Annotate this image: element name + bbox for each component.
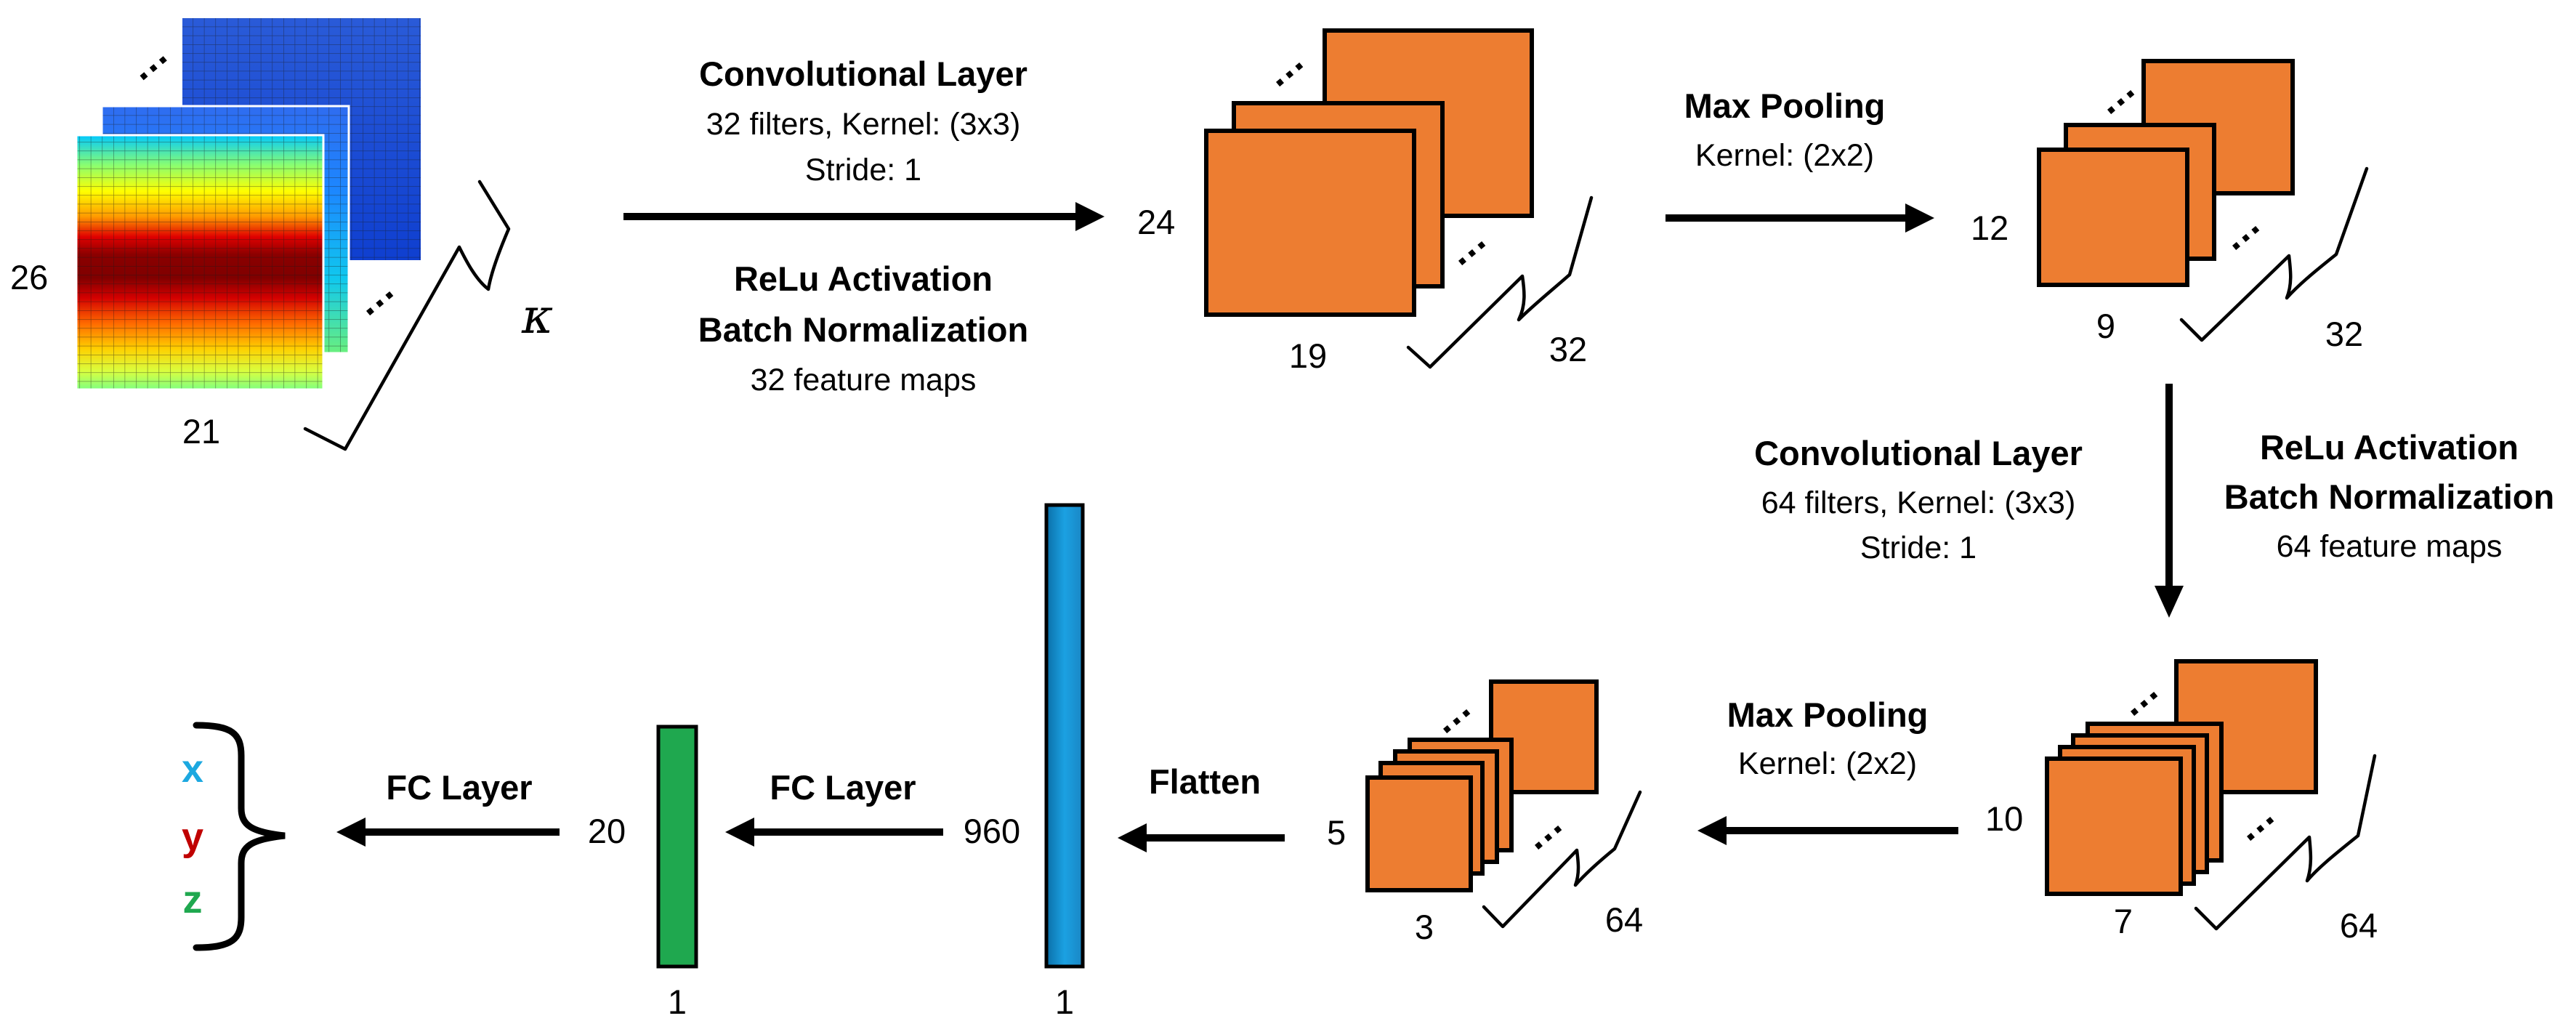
fc2-label: FC Layer	[386, 768, 532, 807]
fm3-width-label: 7	[2114, 902, 2133, 940]
output-block: x y z	[182, 722, 286, 951]
conv1-filters: 32 filters, Kernel: (3x3)	[706, 107, 1021, 142]
fm2-dots-top: …	[2086, 65, 2144, 124]
conv2-activation: ReLu Activation	[2260, 428, 2519, 467]
fm2-count-brace	[2179, 166, 2369, 342]
fm4-back	[1489, 679, 1599, 794]
conv1-featuremaps: 32 feature maps	[751, 363, 977, 398]
fm1-count-label: 32	[1549, 330, 1587, 368]
fm3-dots-right: …	[2225, 791, 2283, 850]
fc2-arrow	[336, 818, 560, 847]
input-height-label: 26	[10, 258, 48, 296]
fm3-height-label: 10	[1985, 799, 2023, 838]
fm3-front	[2045, 756, 2183, 896]
conv1-activation: ReLu Activation	[734, 259, 993, 298]
output-z: z	[183, 878, 203, 921]
pool1-title: Max Pooling	[1684, 86, 1886, 125]
fm1-front	[1204, 129, 1416, 317]
fm3-dots-top: …	[2109, 666, 2167, 725]
fm2-height-label: 12	[1971, 209, 2008, 247]
fm1-height-label: 24	[1137, 203, 1175, 241]
conv2-stride: Stride: 1	[1860, 530, 1977, 565]
fm2-front	[2037, 148, 2189, 287]
fm1-count-brace	[1406, 195, 1594, 369]
input-channels-label: κ	[521, 288, 553, 344]
vector-960-length-label: 960	[964, 812, 1020, 850]
output-y: y	[182, 815, 203, 859]
fc1-label: FC Layer	[770, 768, 916, 807]
pool1-arrow	[1665, 203, 1934, 233]
fm3-count-label: 64	[2340, 906, 2378, 945]
conv1-block: Convolutional Layer 32 filters, Kernel: …	[623, 55, 1105, 398]
conv1-title: Convolutional Layer	[699, 55, 1027, 93]
vector-20-length-label: 20	[588, 812, 626, 850]
conv2-filters: 64 filters, Kernel: (3x3)	[1761, 485, 2076, 520]
vector-960: 960 1	[964, 503, 1085, 1021]
conv1-stride: Stride: 1	[805, 153, 921, 187]
input-map-front	[75, 134, 325, 391]
feature-maps-1: … … 24 19 32	[1137, 28, 1594, 375]
fm4-count-label: 64	[1605, 900, 1643, 939]
fm4-width-label: 3	[1415, 908, 1434, 946]
pool2-arrow	[1697, 816, 1958, 845]
conv2-arrow	[2155, 384, 2184, 618]
pool2-title: Max Pooling	[1727, 695, 1929, 734]
flatten-arrow	[1118, 823, 1285, 852]
pool2-block: Max Pooling Kernel: (2x2)	[1697, 695, 1958, 845]
flatten-block: Flatten	[1118, 762, 1285, 852]
flatten-label: Flatten	[1149, 762, 1261, 801]
vector-20-bar	[656, 725, 698, 969]
feature-maps-4: … … 5 3 64	[1327, 679, 1643, 946]
fm2-count-label: 32	[2325, 315, 2363, 353]
input-width-label: 21	[182, 412, 220, 451]
feature-maps-2: … … 12 9 32	[1971, 59, 2369, 353]
fm2-width-label: 9	[2096, 307, 2115, 345]
vector-960-bar	[1044, 503, 1085, 969]
fm4-dots-top: …	[1421, 684, 1479, 743]
conv2-batchnorm: Batch Normalization	[2224, 477, 2554, 516]
output-brace	[193, 722, 286, 951]
input-stack: … … 26 21 κ	[10, 17, 553, 451]
vector-20: 20 1	[588, 725, 698, 1021]
input-channel-brace	[303, 179, 511, 451]
fm4-height-label: 5	[1327, 813, 1346, 852]
fm1-dots-top: …	[1254, 37, 1312, 96]
conv1-batchnorm: Batch Normalization	[698, 310, 1028, 349]
conv2-title: Convolutional Layer	[1754, 434, 2083, 472]
conv2-featuremaps: 64 feature maps	[2277, 529, 2503, 564]
output-x: x	[182, 747, 203, 791]
fm4-front	[1365, 775, 1473, 892]
fm4-count-brace	[1482, 790, 1642, 929]
pool1-block: Max Pooling Kernel: (2x2)	[1665, 86, 1934, 233]
fm3-count-brace	[2194, 754, 2377, 931]
conv2-block: Convolutional Layer 64 filters, Kernel: …	[1754, 384, 2554, 618]
fm1-dots-right: …	[1437, 216, 1495, 275]
input-dots-top: …	[118, 31, 176, 90]
conv1-arrow	[623, 202, 1105, 231]
fc2-block: FC Layer	[336, 768, 560, 847]
input-dots-right: …	[344, 266, 403, 325]
vector-20-width-label: 1	[668, 982, 687, 1021]
fm4-dots-right: …	[1513, 800, 1571, 859]
feature-maps-3: … … 10 7 64	[1985, 659, 2378, 945]
fc1-arrow	[725, 818, 943, 847]
fm2-dots-right: …	[2210, 201, 2269, 259]
fm1-width-label: 19	[1289, 336, 1327, 375]
fc1-block: FC Layer	[725, 768, 943, 847]
pool2-kernel: Kernel: (2x2)	[1738, 746, 1917, 781]
pool1-kernel: Kernel: (2x2)	[1695, 138, 1874, 173]
vector-960-width-label: 1	[1055, 982, 1074, 1021]
